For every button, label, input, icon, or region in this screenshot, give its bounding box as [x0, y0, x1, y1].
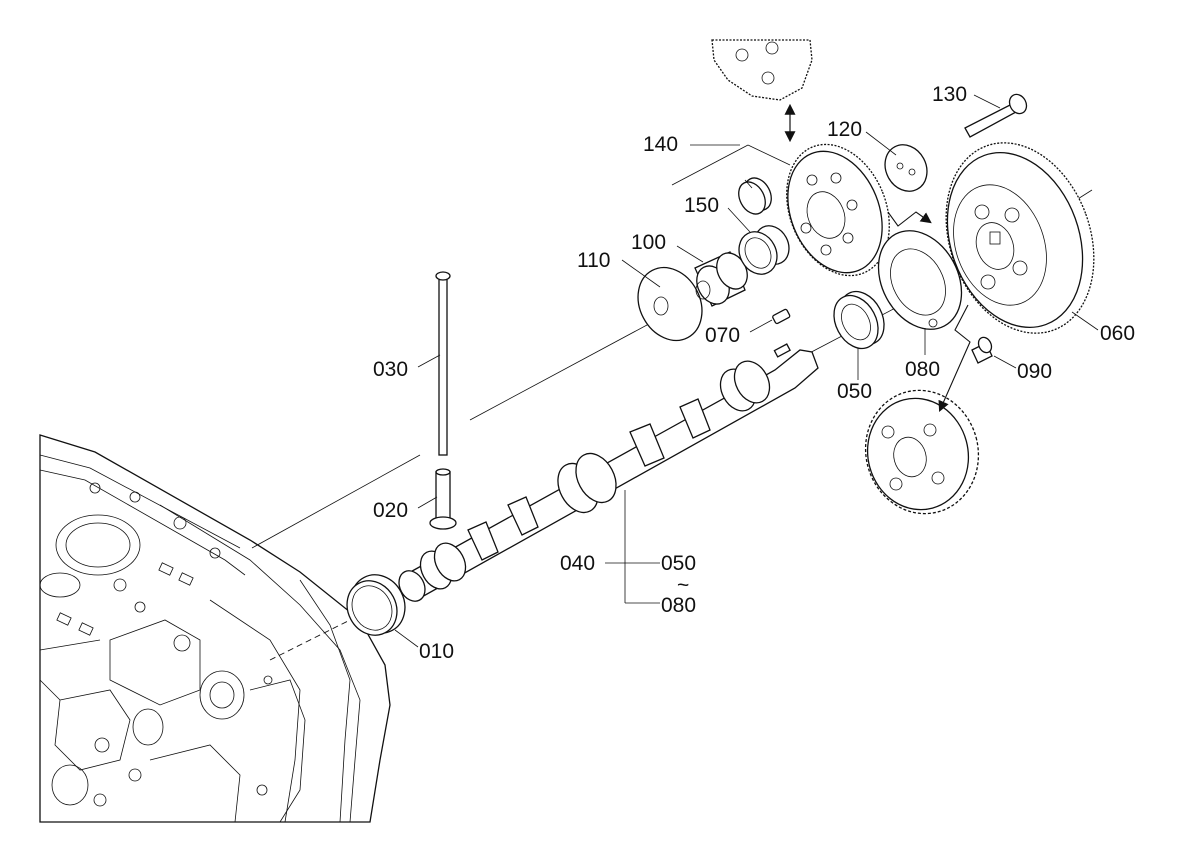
label-080: 080: [905, 358, 940, 381]
tappet: [429, 468, 457, 530]
label-140: 140: [643, 133, 678, 156]
label-050: 050: [837, 380, 872, 403]
label-020: 020: [373, 499, 408, 522]
label-060: 060: [1100, 322, 1135, 345]
bolt: [964, 93, 1028, 138]
label-range-tilde: ~: [677, 574, 689, 597]
leader-lines: [394, 94, 1099, 648]
idler-bushing: [738, 225, 790, 275]
label-100: 100: [631, 231, 666, 254]
label-070: 070: [705, 324, 740, 347]
label-150: 150: [684, 194, 719, 217]
cam-gear: [945, 142, 1095, 334]
label-130: 130: [932, 83, 967, 106]
label-010: 010: [419, 640, 454, 663]
idler-gear: [786, 143, 890, 277]
camshaft-bushing: [346, 574, 406, 636]
ball-bearing: [833, 290, 885, 350]
label-110: 110: [577, 249, 610, 272]
label-050-range-start: 050: [661, 552, 696, 575]
gear-mesh-arrows: [784, 103, 971, 413]
label-080-range-end: 080: [661, 594, 696, 617]
engine-block: [39, 434, 391, 823]
label-030: 030: [373, 358, 408, 381]
label-040: 040: [560, 552, 595, 575]
washer: [884, 144, 928, 192]
small-pinion-gear: [738, 177, 772, 215]
label-120: 120: [827, 118, 862, 141]
push-rod: [435, 271, 451, 456]
woodruff-key: [772, 308, 791, 325]
lower-gear: [864, 389, 980, 515]
screw: [971, 336, 993, 364]
camshaft: [398, 343, 819, 602]
gear-flange: [877, 230, 963, 330]
label-090: 090: [1017, 360, 1052, 383]
idler-collar: [694, 251, 748, 307]
upper-gear-partial: [711, 39, 813, 101]
part-labels: 030 020 010 040 050 ~ 080 110 100 150 14…: [373, 83, 1135, 663]
thrust-plate: [637, 266, 703, 342]
